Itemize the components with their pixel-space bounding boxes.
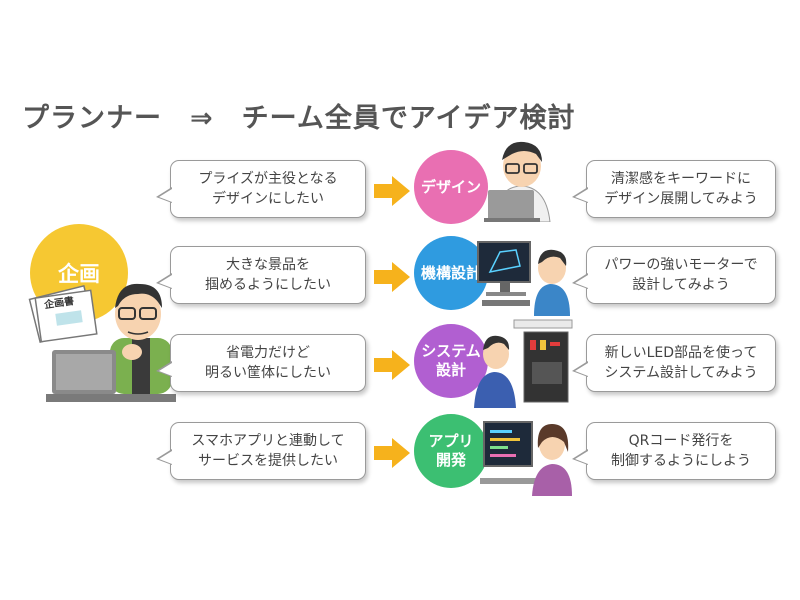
response-bubble-app: QRコード発行を 制御するようにしよう [572, 422, 776, 480]
request-bubble-mechanical: 大きな景品を 掴めるようにしたい [156, 246, 366, 304]
response-text: システム設計してみよう [604, 365, 758, 381]
app-developer-illustration [480, 421, 572, 496]
bubble-tail [156, 273, 172, 289]
response-text: 設計してみよう [632, 277, 730, 293]
response-text: 制御するようにしよう [611, 453, 751, 469]
arrow-right-icon [374, 350, 410, 380]
team-label: 設計 [435, 361, 466, 379]
team-circle-app: アプリ 開発 [414, 414, 488, 488]
team-label: アプリ [428, 432, 474, 450]
planning-document-icon: 企画書 [28, 284, 98, 344]
response-bubble-mechanical: パワーの強いモーターで 設計してみよう [572, 246, 776, 304]
arrow-right-icon [374, 438, 410, 468]
request-text: プライズが主役となる [198, 171, 338, 187]
response-text: デザイン展開してみよう [604, 191, 758, 207]
team-label: デザイン [420, 177, 481, 196]
bubble-tail [572, 449, 588, 465]
response-text: 新しいLED部品を使って [604, 345, 758, 361]
response-text: パワーの強いモーターで [604, 257, 758, 273]
team-circle-design: デザイン [414, 150, 488, 224]
document-label: 企画書 [42, 294, 75, 311]
team-circle-mechanical: 機構設計 [414, 236, 488, 310]
mechanical-engineer-illustration [477, 241, 570, 316]
request-bubble-app: スマホアプリと連動して サービスを提供したい [156, 422, 366, 480]
request-text: 明るい筐体にしたい [205, 365, 331, 381]
request-text: 掴めるようにしたい [205, 277, 331, 293]
response-bubble-system: 新しいLED部品を使って システム設計してみよう [572, 334, 776, 392]
bubble-tail [156, 187, 172, 203]
page-title: プランナー ⇒ チーム全員でアイデア検討 [22, 103, 576, 134]
arrow-right-icon [374, 262, 410, 292]
request-bubble-design: プライズが主役となる デザインにしたい [156, 160, 366, 218]
team-label: 機構設計 [420, 263, 481, 282]
team-circle-system: システム 設計 [414, 324, 488, 398]
request-text: 省電力だけど [226, 345, 310, 361]
response-text: 清潔感をキーワードに [611, 171, 751, 187]
request-text: スマホアプリと連動して [191, 433, 345, 449]
planner-person [110, 283, 172, 394]
request-text: デザインにしたい [211, 191, 324, 207]
bubble-tail [572, 273, 588, 289]
bubble-tail [156, 449, 172, 465]
planner-laptop [46, 350, 176, 402]
request-text: 大きな景品を [226, 257, 310, 273]
team-label: システム [421, 342, 481, 360]
response-text: QRコード発行を [628, 433, 734, 449]
planning-badge-label: 企画 [58, 262, 100, 286]
team-label: 開発 [435, 451, 466, 469]
bubble-tail [572, 187, 588, 203]
system-engineer-illustration [474, 319, 573, 408]
bubble-tail [572, 361, 588, 377]
planner-illustration: 企画書 [28, 283, 176, 402]
request-bubble-system: 省電力だけど 明るい筐体にしたい [156, 334, 366, 392]
bubble-tail [156, 361, 172, 377]
designer-illustration [484, 141, 551, 222]
response-bubble-design: 清潔感をキーワードに デザイン展開してみよう [572, 160, 776, 218]
arrow-right-icon [374, 176, 410, 206]
request-text: サービスを提供したい [197, 453, 338, 469]
